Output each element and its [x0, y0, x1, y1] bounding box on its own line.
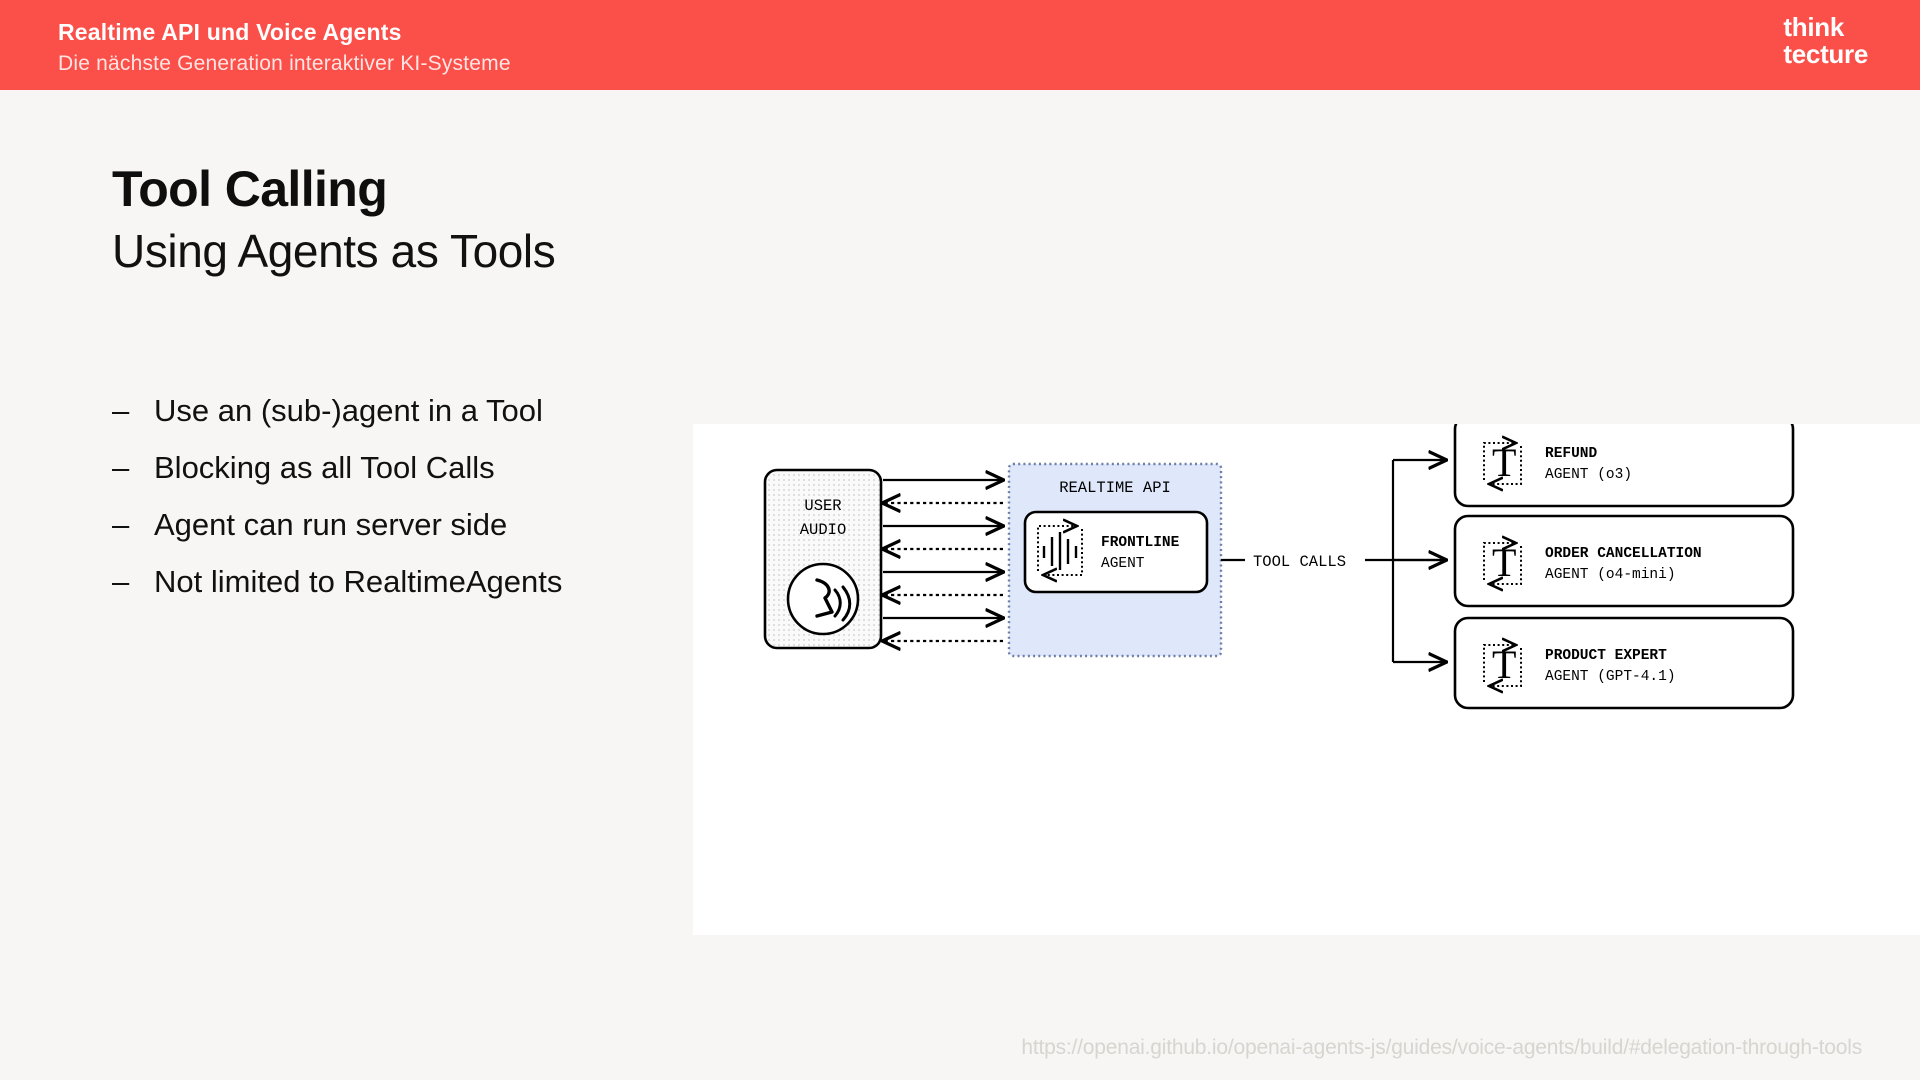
architecture-diagram: USER AUDIO REALTIME AP	[763, 424, 1795, 710]
page-subtitle: Using Agents as Tools	[112, 225, 556, 277]
list-item: – Use an (sub-)agent in a Tool	[112, 395, 732, 426]
header-title-group: Realtime API und Voice Agents Die nächst…	[58, 18, 511, 77]
header-subtitle: Die nächste Generation interaktiver KI-S…	[58, 51, 511, 75]
bullet-dash-icon: –	[112, 507, 130, 542]
tool-calls-label: TOOL CALLS	[1253, 553, 1346, 571]
svg-text:T: T	[1492, 440, 1516, 485]
slide-title-block: Tool Calling Using Agents as Tools	[112, 161, 556, 278]
tool-agent-box-order-cancellation: T ORDER CANCELLATION AGENT (o4-mini)	[1453, 514, 1795, 608]
bullet-dash-icon: –	[112, 393, 130, 428]
logo-line-think: think	[1783, 12, 1844, 42]
list-item: – Agent can run server side	[112, 509, 732, 540]
text-t-icon: T	[1483, 540, 1522, 585]
user-audio-box: USER AUDIO	[763, 468, 883, 650]
tool-agent-subtitle: AGENT (o3)	[1545, 467, 1632, 483]
bullet-text: Not limited to RealtimeAgents	[154, 564, 563, 599]
frontline-agent-subtitle: AGENT	[1101, 556, 1145, 572]
header-title: Realtime API und Voice Agents	[58, 19, 402, 45]
diagram-panel: USER AUDIO REALTIME AP	[693, 424, 1920, 935]
tool-agent-title: ORDER CANCELLATION	[1545, 546, 1702, 562]
user-audio-label-line1: USER	[804, 497, 841, 515]
svg-text:T: T	[1492, 540, 1516, 585]
bullet-text: Agent can run server side	[154, 507, 508, 542]
source-url[interactable]: https://openai.github.io/openai-agents-j…	[1021, 1036, 1862, 1059]
thinktecture-logo: think tecture	[1783, 14, 1868, 67]
frontline-agent-title: FRONTLINE	[1101, 535, 1180, 551]
bullet-text: Use an (sub-)agent in a Tool	[154, 393, 543, 428]
slide-header-bar: Realtime API und Voice Agents Die nächst…	[0, 0, 1920, 90]
tool-agent-title: PRODUCT EXPERT	[1545, 648, 1667, 664]
tool-agent-box-product-expert: T PRODUCT EXPERT AGENT (GPT-4.1)	[1453, 616, 1795, 710]
text-t-icon: T	[1483, 440, 1522, 485]
bullet-text: Blocking as all Tool Calls	[154, 450, 495, 485]
list-item: – Blocking as all Tool Calls	[112, 452, 732, 483]
tool-agent-title: REFUND	[1545, 446, 1598, 462]
logo-line-tecture: tecture	[1783, 38, 1868, 69]
tool-agent-box-refund: T REFUND AGENT (o3)	[1453, 424, 1795, 508]
audio-waveform-icon	[1037, 526, 1083, 575]
svg-text:T: T	[1492, 642, 1516, 687]
text-t-icon: T	[1483, 642, 1522, 687]
speaking-voice-icon	[786, 562, 860, 636]
user-audio-label-line2: AUDIO	[800, 521, 847, 539]
bullet-dash-icon: –	[112, 564, 130, 599]
tool-agent-subtitle: AGENT (GPT-4.1)	[1545, 669, 1676, 685]
tool-agent-subtitle: AGENT (o4-mini)	[1545, 567, 1676, 583]
realtime-api-label: REALTIME API	[1059, 479, 1171, 497]
bullet-list: – Use an (sub-)agent in a Tool – Blockin…	[112, 395, 732, 623]
stream-arrows	[883, 480, 1003, 641]
page-title: Tool Calling	[112, 161, 388, 217]
bullet-dash-icon: –	[112, 450, 130, 485]
frontline-agent-card: FRONTLINE AGENT	[1023, 510, 1209, 594]
tool-calls-connector: TOOL CALLS	[1221, 460, 1446, 662]
list-item: – Not limited to RealtimeAgents	[112, 566, 732, 597]
realtime-api-box: REALTIME API FRONTLINE AGENT	[1007, 462, 1223, 658]
